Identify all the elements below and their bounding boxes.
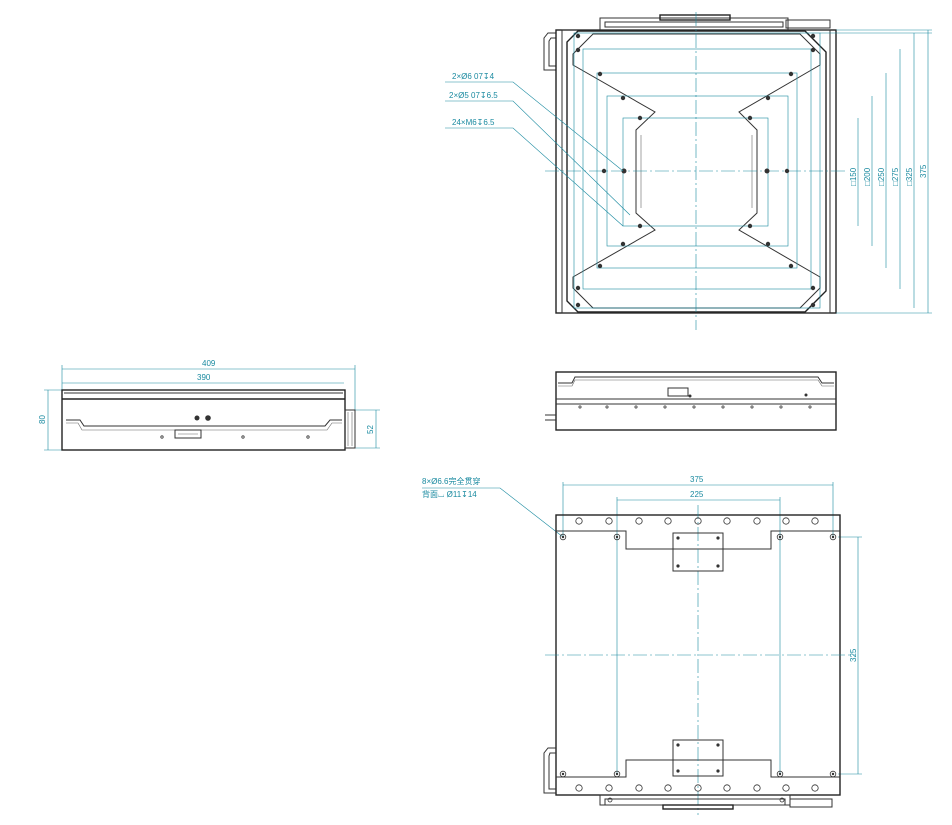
top-holes [575,33,816,308]
front-view: 409 390 80 52 [38,359,380,451]
dim-square-325: □325 [905,167,914,186]
callout-pin-hole-1: 2×Ø6 07↧4 [452,72,495,81]
dim-square-150: □150 [849,167,858,186]
dim-height-80: 80 [38,415,47,424]
callout-tapped-holes: 24×M6↧6.5 [452,118,495,127]
callout-pin-hole-2: 2×Ø5 07↧6.5 [449,91,498,100]
bottom-view: 375 225 325 8×Ø6.6完全贯穿 背面⌴ Ø11↧14 [422,475,862,815]
callout-counterbore: 背面⌴ Ø11↧14 [422,489,477,499]
dim-width-409: 409 [202,359,216,368]
dim-width-390: 390 [197,373,211,382]
dim-square-200: □200 [863,167,872,186]
top-view: 2×Ø6 07↧4 2×Ø5 07↧6.5 24×M6↧6.5 □150 □20… [445,12,932,330]
dim-height-52: 52 [366,425,375,434]
dim-square-250: □250 [877,167,886,186]
callout-through-holes: 8×Ø6.6完全贯穿 [422,476,480,486]
bottom-hole-rows [575,517,819,792]
dim-375: 375 [919,164,928,178]
dim-square-275: □275 [891,167,900,186]
dim-width-375: 375 [690,475,704,484]
dim-width-225: 225 [690,490,704,499]
side-view [545,371,837,431]
